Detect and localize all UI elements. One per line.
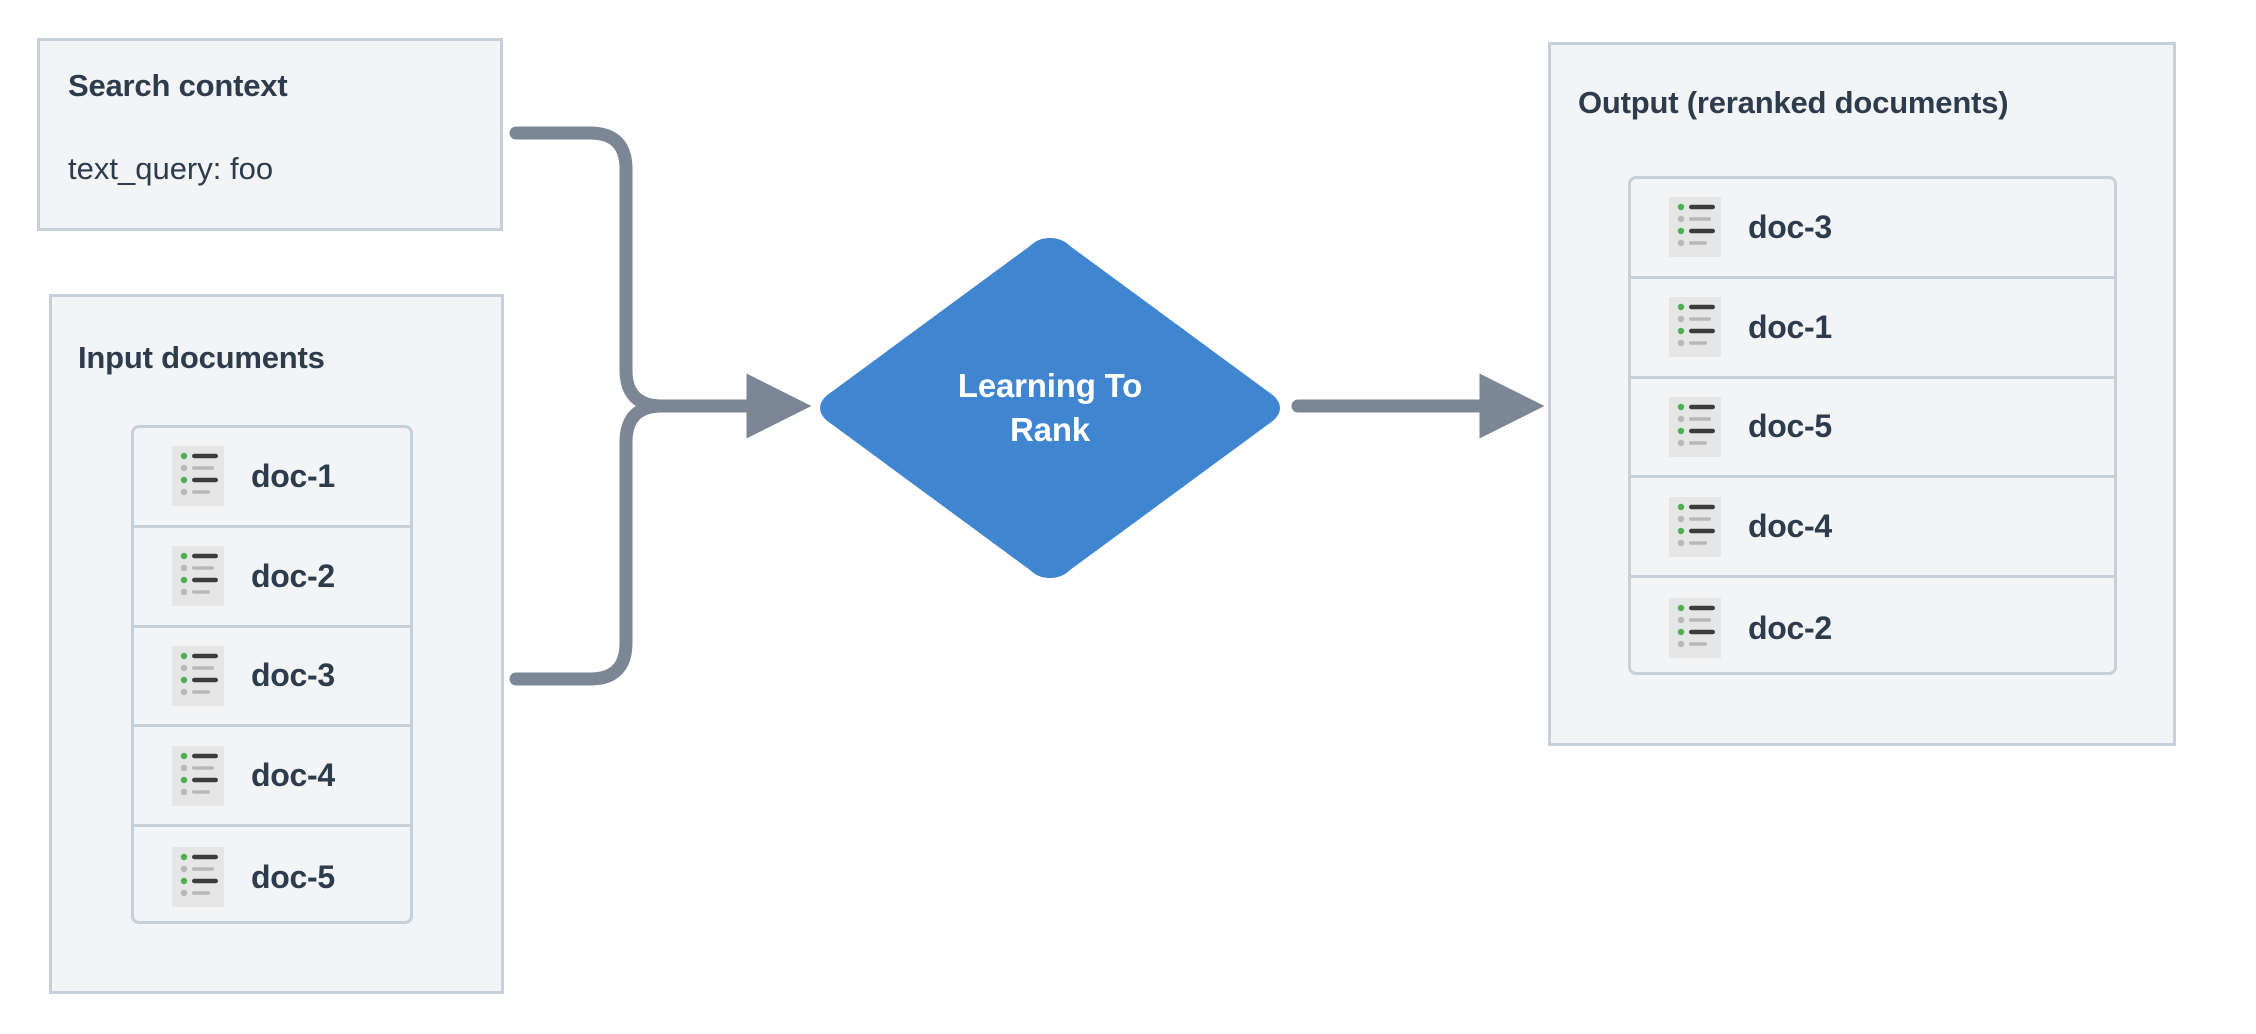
- input-document-label: doc-1: [251, 457, 335, 494]
- input-document-list: doc-1 doc-2 doc-3 doc-4 doc-5: [131, 425, 413, 924]
- input-document-row[interactable]: doc-1: [134, 428, 410, 528]
- output-document-row[interactable]: doc-1: [1631, 278, 2114, 379]
- output-document-row[interactable]: doc-2: [1631, 578, 2114, 672]
- output-document-list: doc-3 doc-1 doc-5 doc-4 doc-2: [1628, 176, 2117, 675]
- search-context-query-line: text_query: foo: [68, 151, 274, 186]
- search-context-panel: [37, 38, 503, 231]
- output-document-label: doc-3: [1748, 208, 1832, 245]
- document-list-icon: [1669, 197, 1721, 258]
- output-document-label: doc-5: [1748, 408, 1832, 445]
- search-context-title: Search context: [68, 68, 288, 103]
- learning-to-rank-node[interactable]: Learning To Rank: [810, 230, 1290, 586]
- document-list-icon: [1669, 396, 1721, 457]
- diamond-shape: [820, 238, 1280, 578]
- document-list-icon: [1669, 496, 1721, 557]
- document-list-icon: [172, 446, 224, 507]
- output-document-row[interactable]: doc-5: [1631, 378, 2114, 479]
- document-list-icon: [1669, 598, 1721, 659]
- document-list-icon: [172, 546, 224, 607]
- input-document-row[interactable]: doc-3: [134, 627, 410, 728]
- document-list-icon: [172, 745, 224, 806]
- output-document-row[interactable]: doc-4: [1631, 478, 2114, 579]
- input-document-label: doc-2: [251, 557, 335, 594]
- output-document-label: doc-4: [1748, 508, 1832, 545]
- output-panel-title: Output (reranked documents): [1578, 85, 2009, 120]
- input-documents-title: Input documents: [78, 340, 325, 375]
- output-document-label: doc-2: [1748, 609, 1832, 646]
- output-document-row[interactable]: doc-3: [1631, 179, 2114, 279]
- input-document-row[interactable]: doc-2: [134, 527, 410, 628]
- input-document-row[interactable]: doc-4: [134, 727, 410, 828]
- connector-input-documents-to-ltr: [509, 399, 707, 686]
- input-document-label: doc-3: [251, 657, 335, 694]
- input-document-row[interactable]: doc-5: [134, 827, 410, 921]
- connector-search-context-to-ltr: [509, 126, 707, 413]
- document-list-icon: [172, 847, 224, 908]
- document-list-icon: [172, 645, 224, 706]
- input-document-label: doc-5: [251, 858, 335, 895]
- input-document-label: doc-4: [251, 757, 335, 794]
- document-list-icon: [1669, 297, 1721, 358]
- output-document-label: doc-1: [1748, 308, 1832, 345]
